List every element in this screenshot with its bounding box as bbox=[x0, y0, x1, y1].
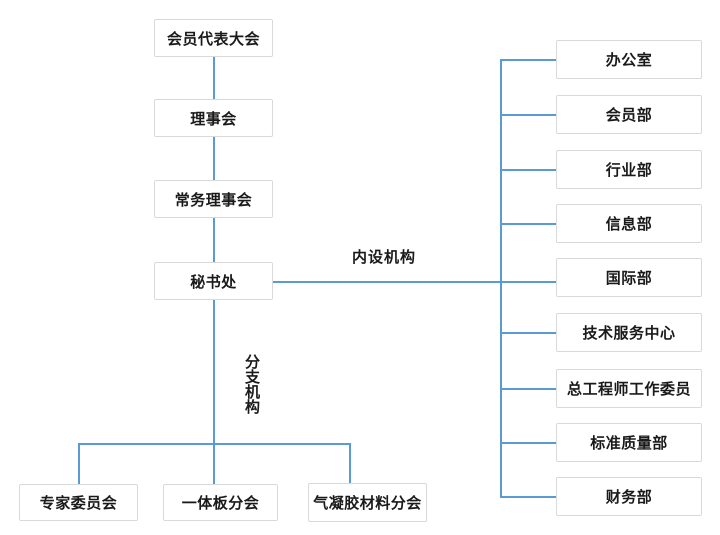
dept-box-information: 信息部 bbox=[556, 204, 702, 243]
branch-box-aerogel-materials: 气凝胶材料分会 bbox=[308, 483, 427, 522]
branch-org-label: 分支机构 bbox=[243, 354, 260, 414]
stub-office bbox=[500, 59, 556, 61]
branches-rail-line bbox=[78, 443, 350, 445]
org-box-standing-council: 常务理事会 bbox=[154, 180, 273, 218]
stub-finance bbox=[500, 496, 556, 498]
stub-information bbox=[500, 223, 556, 225]
dept-box-international: 国际部 bbox=[556, 258, 702, 297]
drop-aerogel-branch bbox=[349, 443, 351, 484]
connector-secretariat-departments bbox=[273, 281, 556, 283]
internal-branch-label: 内设机构 bbox=[352, 249, 417, 266]
stub-chief-engineer bbox=[500, 388, 556, 390]
connector-secretariat-branches bbox=[213, 300, 215, 484]
branch-box-expert-committee: 专家委员会 bbox=[19, 484, 138, 521]
stub-membership bbox=[500, 114, 556, 116]
connector-standing-secretariat bbox=[213, 218, 215, 262]
connector-congress-council bbox=[213, 57, 215, 99]
dept-box-industry: 行业部 bbox=[556, 150, 702, 189]
drop-expert-committee bbox=[78, 443, 80, 485]
branch-box-integrated-panel: 一体板分会 bbox=[163, 484, 278, 521]
dept-box-finance: 财务部 bbox=[556, 477, 702, 516]
stub-industry bbox=[500, 169, 556, 171]
dept-box-tech-service-center: 技术服务中心 bbox=[556, 313, 702, 352]
dept-box-office: 办公室 bbox=[556, 40, 702, 79]
dept-box-standards-quality: 标准质量部 bbox=[556, 423, 702, 462]
stub-standards bbox=[500, 442, 556, 444]
departments-trunk-line bbox=[500, 59, 502, 498]
connector-council-standing bbox=[213, 137, 215, 180]
org-box-secretariat: 秘书处 bbox=[154, 262, 273, 300]
dept-box-chief-engineer-committee: 总工程师工作委员 bbox=[556, 369, 702, 408]
org-box-council: 理事会 bbox=[154, 99, 273, 137]
dept-box-membership: 会员部 bbox=[556, 95, 702, 134]
stub-tech-service bbox=[500, 332, 556, 334]
org-box-member-congress: 会员代表大会 bbox=[154, 19, 273, 57]
